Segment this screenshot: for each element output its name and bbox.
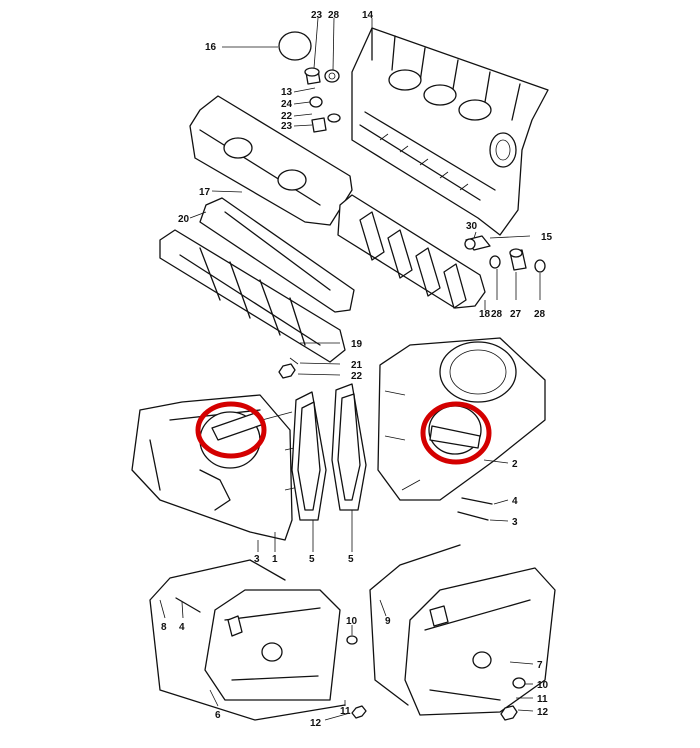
callout-5b: 5 [348,554,354,565]
callout-28: 27 [510,309,522,320]
cover-6 [204,589,341,701]
callout-23: 22 [281,111,293,122]
nut-10-left [346,635,358,645]
studs-3-4-right [457,497,493,521]
callout-9: 9 [385,616,391,627]
cover-7 [404,567,556,716]
callout-11-right: 11 [537,694,548,705]
nut-21-22 [278,357,299,379]
cam-cover [189,95,353,226]
small-parts-23-25 [309,96,341,133]
stud-28 [509,248,527,271]
chain-case-left [131,394,304,541]
callout-29-a: 28 [491,309,503,320]
chain-case-right [377,337,546,501]
intake-gasket [337,194,486,309]
nut-12-left [351,705,367,719]
washer-29-b [534,259,546,273]
callout-10-left: 10 [346,616,358,627]
callout-16: 16 [205,42,217,53]
callout-15: 15 [541,232,553,243]
gasket-5b [331,383,367,511]
nut-12-right [500,705,518,721]
plug-16 [278,31,312,61]
gasket-5a [291,391,327,521]
callout-5a: 5 [309,554,315,565]
plug-27 [304,67,321,85]
highlight-circle-right [420,401,492,465]
callout-18: 18 [479,309,491,320]
callout-10-right: 10 [537,680,549,691]
callout-8: 8 [161,622,167,633]
washer-29-a [489,255,501,269]
callout-29-top: 28 [328,10,340,21]
callout-14: 14 [362,10,374,21]
cylinder-head [351,27,549,236]
callout-7: 7 [537,660,543,671]
callout-3-right: 3 [512,517,518,528]
stud-4-lower [175,597,201,613]
callout-22: 22 [351,371,363,382]
callout-1: 1 [272,554,278,565]
callout-12-right: 12 [537,707,549,718]
callout-17: 17 [199,187,211,198]
callout-12-left: 12 [310,718,322,729]
callout-29-b: 28 [534,309,546,320]
baffle-plate [159,229,346,363]
gasket-9 [369,544,461,706]
callout-2: 2 [512,459,518,470]
gasket-8 [149,559,346,721]
leader-lines [159,17,541,721]
highlight-circle-left [195,401,267,459]
callout-27: 23 [311,10,323,21]
callout-6: 6 [215,710,221,721]
callout-20: 20 [178,214,190,225]
callout-21: 21 [351,360,363,371]
callout-4-left: 4 [179,622,185,633]
gasket-20 [199,197,355,313]
callout-3-left: 3 [254,554,260,565]
washer-29-top [324,69,340,83]
fasteners-15-30 [464,235,491,251]
callout-13: 13 [281,87,293,98]
callout-19: 19 [351,339,363,350]
nut-10-right [512,677,526,689]
callout-labels: 23 28 14 16 13 24 22 23 17 20 30 15 18 2… [161,10,553,729]
callout-4-right: 4 [512,496,518,507]
callout-25: 24 [281,99,293,110]
callout-30: 30 [466,221,478,232]
callout-24: 23 [281,121,293,132]
callout-11-left: 11 [340,706,351,717]
